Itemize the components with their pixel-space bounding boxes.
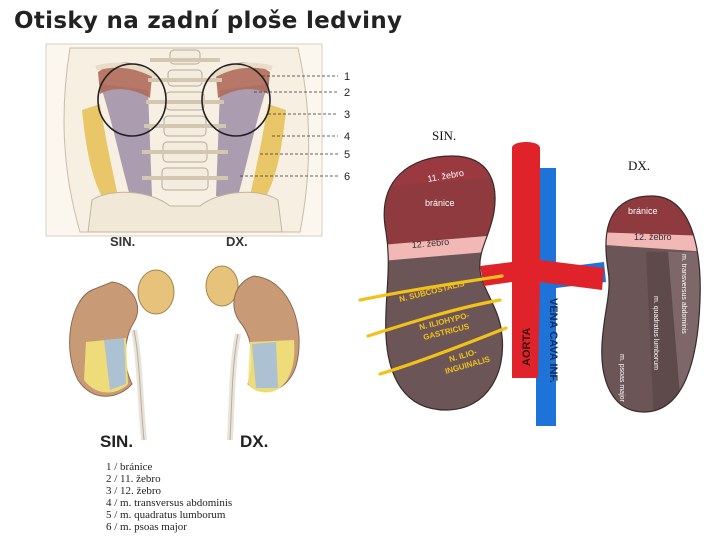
bottom-side-left: SIN. <box>100 432 133 451</box>
legend-item-5: 5 / m. quadratus lumborum <box>106 509 226 521</box>
legend: 1 / bránice 2 / 11. žebro 3 / 12. žebro … <box>106 461 232 533</box>
callout-6: 6 <box>344 171 350 183</box>
right-quadratus-label: m. quadratus lumborum <box>652 296 659 370</box>
kidney-right-outline <box>201 63 271 137</box>
psoas-right-shape <box>216 84 268 196</box>
right-diaphragm-label: bránice <box>628 206 658 216</box>
legend-item-2: 2 / 11. žebro <box>106 473 161 485</box>
top-side-right: DX. <box>226 234 248 249</box>
right-transversus-label: m. transversus abdominis <box>680 254 687 334</box>
transversus-right-shape <box>250 104 286 200</box>
schematic-side-left: SIN. <box>432 128 456 143</box>
bottom-side-right: DX. <box>240 432 268 451</box>
vena-cava-label: VENA CAVA INF. <box>547 298 559 383</box>
psoas-left-shape <box>100 84 152 196</box>
spine <box>142 49 228 191</box>
legend-item-4: 4 / m. transversus abdominis <box>106 497 232 509</box>
bottom-kidney-left <box>69 269 175 441</box>
legend-item-1: 1 / bránice <box>106 461 153 473</box>
page-title: Otisky na zadní ploše ledviny <box>14 8 403 34</box>
right-rib12-label: 12. žebro <box>634 232 672 242</box>
callout-4: 4 <box>344 131 350 143</box>
callout-leaders <box>240 75 338 177</box>
left-rib12-label: 12. žebro <box>411 237 449 250</box>
vena-cava-shape <box>536 168 606 426</box>
right-schematic: 11. žebro bránice 12. žebro N. SUBCOSTAL… <box>358 128 701 426</box>
top-side-left: SIN. <box>110 234 135 249</box>
bottom-kidney-right <box>205 265 300 441</box>
bottom-kidney-figure: SIN. DX. <box>69 265 300 451</box>
callout-2: 2 <box>344 87 350 99</box>
right-psoas-label: m. psoas major <box>618 354 625 403</box>
kidney-right-schematic <box>601 196 701 412</box>
callout-numbers: 1 2 3 4 5 6 <box>344 71 350 183</box>
schematic-side-right: DX. <box>628 158 650 173</box>
top-anatomy-figure: 1 2 3 4 5 6 SIN. DX. <box>45 43 350 249</box>
left-diaphragm-label: bránice <box>425 198 455 208</box>
legend-item-6: 6 / m. psoas major <box>106 521 187 533</box>
nerve-lines <box>358 274 508 376</box>
callout-5: 5 <box>344 149 350 161</box>
aorta-label: AORTA <box>521 328 533 366</box>
callout-3: 3 <box>344 109 350 121</box>
transversus-left-shape <box>82 104 118 200</box>
callout-1: 1 <box>344 71 350 83</box>
legend-item-3: 3 / 12. žebro <box>106 485 161 497</box>
kidney-left-outline <box>97 63 167 137</box>
